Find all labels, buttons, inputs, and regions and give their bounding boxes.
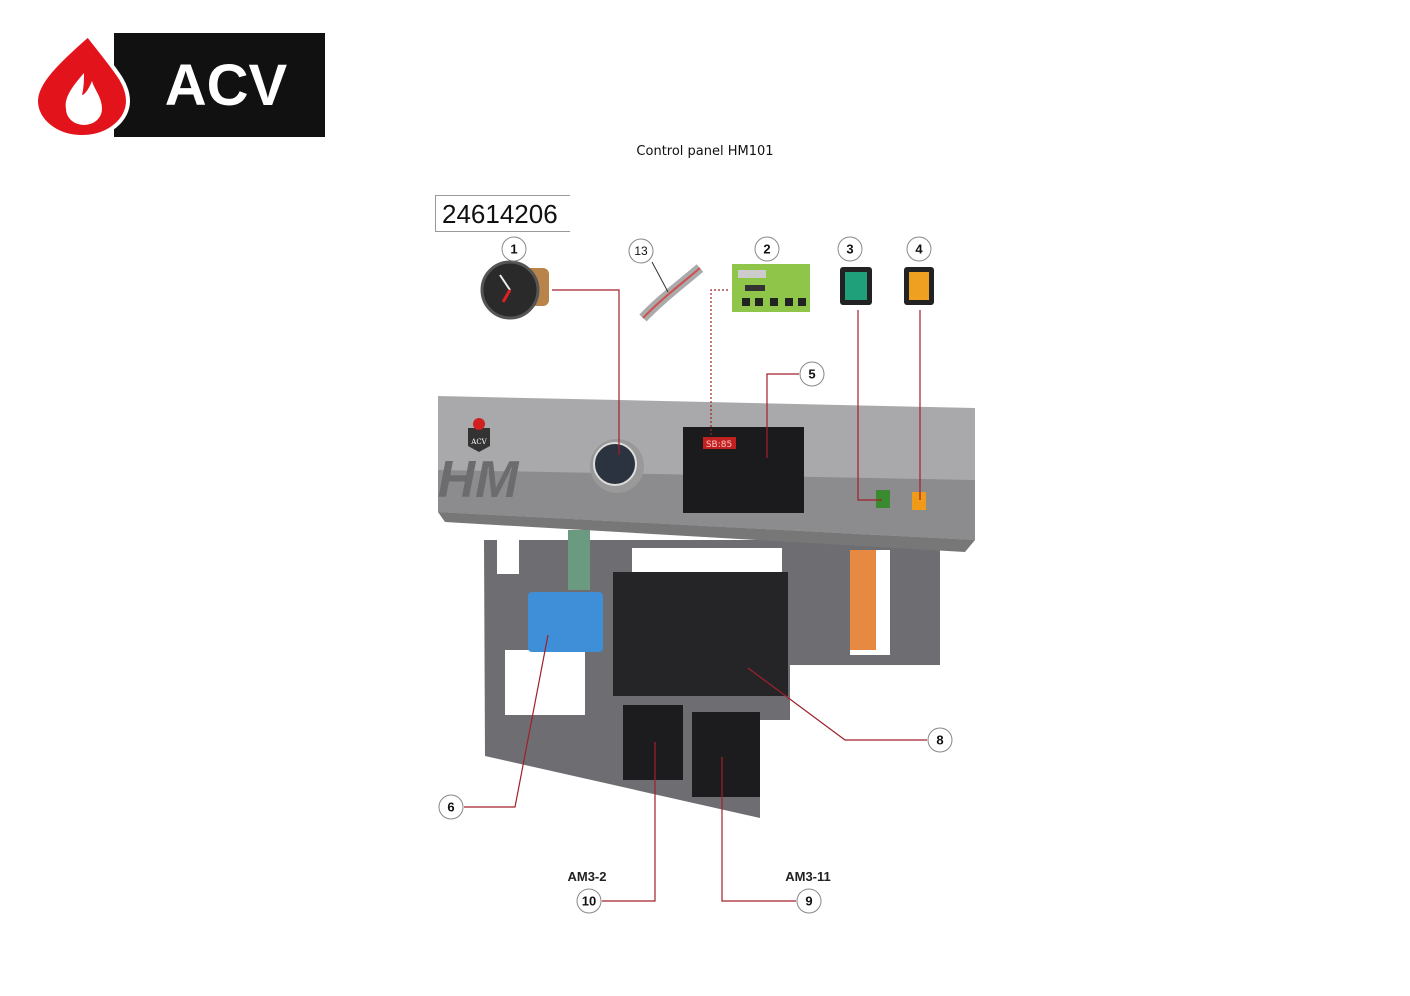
ribbon-cable-part xyxy=(639,264,704,322)
svg-text:8: 8 xyxy=(936,733,943,748)
leader-lines xyxy=(464,261,927,902)
svg-text:4: 4 xyxy=(915,242,923,257)
callout-13: 13 xyxy=(628,238,654,264)
panel-display: SB:85 xyxy=(706,440,732,450)
pressure-gauge-part xyxy=(480,260,549,320)
callout-9: 9 xyxy=(796,888,822,914)
svg-text:3: 3 xyxy=(846,242,853,257)
part-number: 24614206 xyxy=(435,195,570,232)
svg-text:2: 2 xyxy=(763,242,770,257)
green-switch-part xyxy=(840,267,872,305)
model-text: HM xyxy=(438,451,521,509)
panel-badge-text: ACV xyxy=(470,438,487,446)
callout-3: 3 xyxy=(837,236,863,262)
orange-switch-part xyxy=(904,267,934,305)
callout-10: 10 xyxy=(576,888,602,914)
svg-text:10: 10 xyxy=(582,894,596,909)
acv-logo: ACV xyxy=(36,33,325,137)
svg-text:ACV: ACV xyxy=(165,53,288,118)
svg-text:1: 1 xyxy=(510,242,517,257)
svg-text:9: 9 xyxy=(805,894,812,909)
control-panel-housing: HM ACV SB:85 xyxy=(438,396,975,818)
svg-text:5: 5 xyxy=(808,367,815,382)
svg-text:13: 13 xyxy=(634,244,648,258)
display-pcb-part xyxy=(732,264,810,312)
document-title: Control panel HM101 xyxy=(636,144,774,159)
callout-1: 1 xyxy=(501,236,527,262)
callout-5: 5 xyxy=(799,361,825,387)
callout-4: 4 xyxy=(906,236,932,262)
callout-8: 8 xyxy=(927,727,953,753)
module-label-am3-11: AM3-11 xyxy=(785,869,831,884)
callout-6: 6 xyxy=(438,794,464,820)
callout-2: 2 xyxy=(754,236,780,262)
module-label-am3-2: AM3-2 xyxy=(567,869,606,884)
svg-text:6: 6 xyxy=(447,800,454,815)
